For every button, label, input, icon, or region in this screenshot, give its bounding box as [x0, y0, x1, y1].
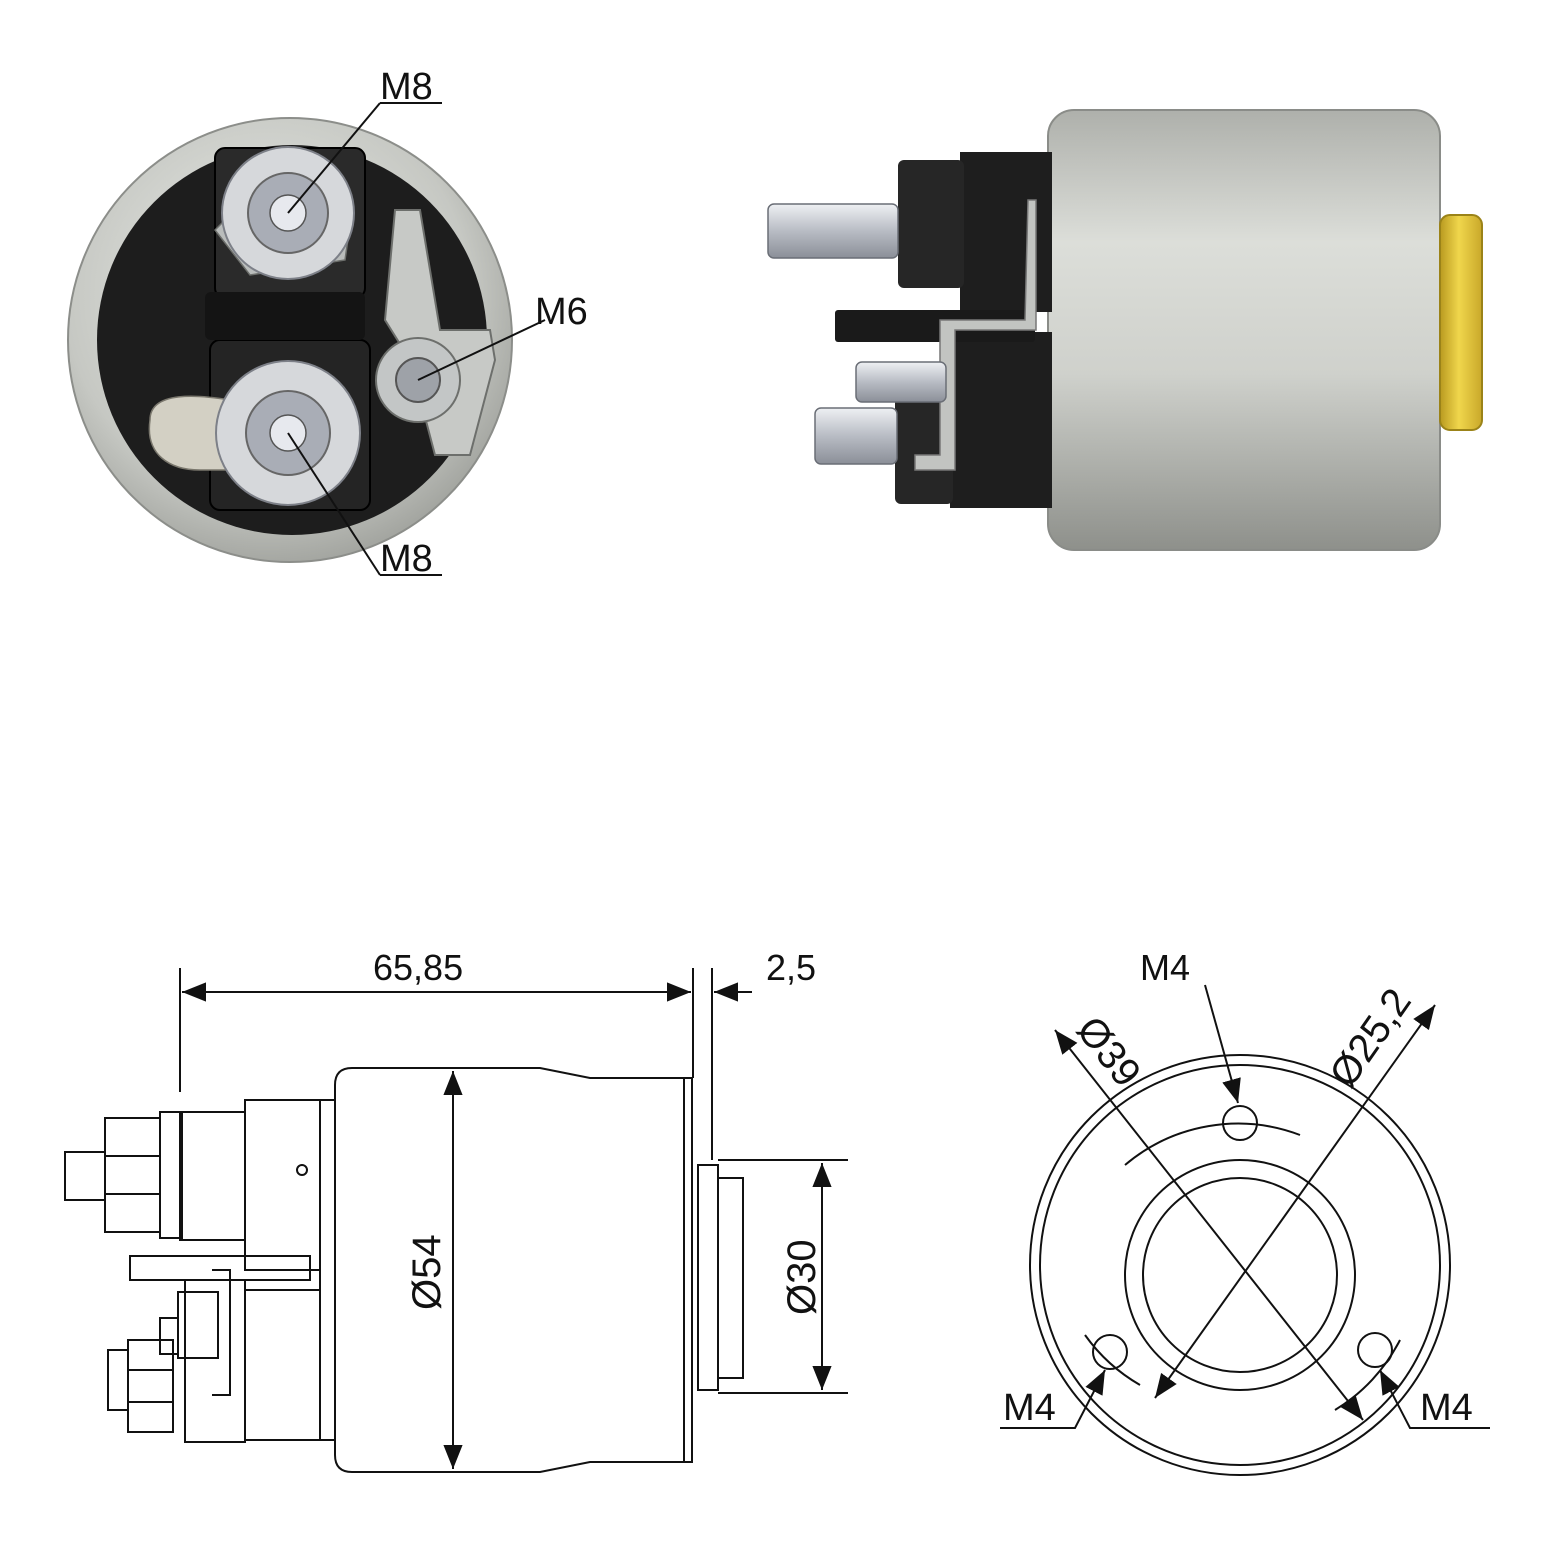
- black-tab: [835, 310, 1035, 342]
- black-housing-top: [960, 152, 1052, 312]
- m6-bracket: [383, 209, 497, 456]
- right-hole: [1357, 1332, 1393, 1368]
- inner-diameter-line: [1154, 1004, 1436, 1399]
- upper-stud: [767, 203, 899, 259]
- body-outline: [334, 1067, 693, 1473]
- brass-cap: [1439, 214, 1483, 431]
- black-flange-upper: [898, 160, 964, 288]
- photo-end-view: M8 M6 M8: [67, 66, 588, 580]
- bottom-m8-label: M8: [380, 538, 433, 580]
- drawing-end-view-labels: M4 Ø39 Ø25,2 M4 M4: [1003, 947, 1473, 1429]
- drawing-side-view-labels: 65,85 2,5 Ø54 Ø30: [373, 947, 824, 1315]
- body-diameter-label: Ø54: [405, 1234, 449, 1310]
- drawing-end-view: [1000, 984, 1490, 1476]
- black-housing-bottom: [950, 332, 1052, 508]
- inner-bore-circle: [1142, 1177, 1338, 1373]
- outer-diameter-line: [1054, 1029, 1364, 1421]
- top-m8-leader: [287, 102, 381, 214]
- steel-bracket: [914, 199, 1037, 471]
- inner-diameter-label: Ø25,2: [1321, 981, 1420, 1095]
- length-dimension-label: 65,85: [373, 947, 463, 988]
- offset-dimension-label: 2,5: [766, 947, 816, 988]
- left-hole-leader: [1000, 1369, 1106, 1429]
- top-hole-leader: [1204, 984, 1241, 1104]
- black-flange-lower: [895, 378, 953, 504]
- inner-bore-outer-circle: [1124, 1159, 1356, 1391]
- plunger-diameter-label: Ø30: [780, 1239, 824, 1315]
- left-hole-label: M4: [1003, 1387, 1056, 1429]
- right-hole-leader: [1379, 1369, 1490, 1429]
- lower-stud: [814, 407, 898, 465]
- right-hole-label: M4: [1420, 1387, 1473, 1429]
- drawing-side-view: [64, 968, 848, 1473]
- top-m8-label: M8: [380, 66, 433, 108]
- plunger-outline: [697, 1164, 719, 1391]
- middle-stud: [855, 361, 947, 403]
- bottom-m8-leader: [287, 432, 381, 576]
- photo-side-view: [767, 109, 1483, 551]
- m6-label: M6: [535, 291, 588, 333]
- divider-bar: [205, 292, 365, 340]
- top-hole-label: M4: [1140, 947, 1190, 988]
- steel-body: [1047, 109, 1441, 551]
- m6-leader: [417, 319, 546, 381]
